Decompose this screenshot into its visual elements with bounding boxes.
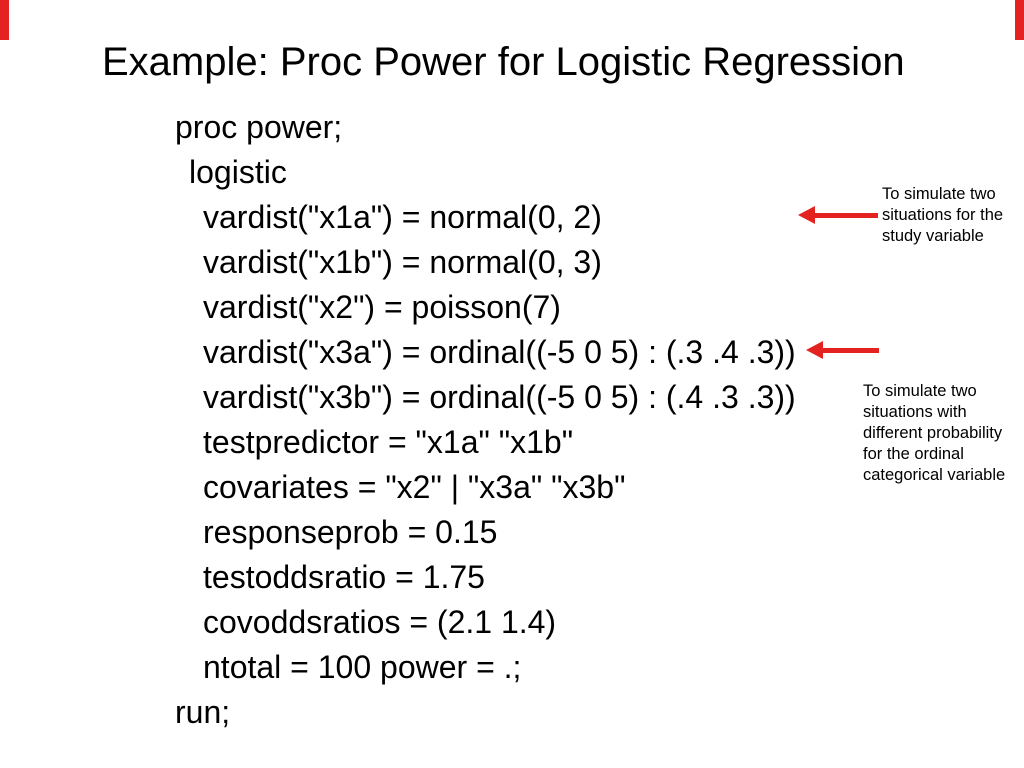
code-line-vardist-x1a: vardist("x1a") = normal(0, 2)	[203, 199, 602, 235]
annotation-line: To simulate two	[882, 185, 996, 203]
code-line-logistic: logistic	[189, 154, 287, 190]
annotation-line: study variable	[882, 227, 984, 245]
code-line-testoddsratio: testoddsratio = 1.75	[203, 559, 485, 595]
left-arrow-shaft	[821, 348, 879, 353]
code-line-vardist-x1b: vardist("x1b") = normal(0, 3)	[203, 244, 602, 280]
left-arrow-head	[798, 206, 815, 224]
red-accent-bar-left	[0, 0, 9, 40]
code-line-run: run;	[175, 694, 231, 730]
slide-title: Example: Proc Power for Logistic Regress…	[102, 40, 905, 84]
code-line-vardist-x2: vardist("x2") = poisson(7)	[203, 289, 561, 325]
left-arrow-shaft	[813, 213, 878, 218]
code-line-covoddsratios: covoddsratios = (2.1 1.4)	[203, 604, 557, 640]
annotation-line: situations with	[863, 403, 967, 421]
code-line-vardist-x3a: vardist("x3a") = ordinal((-5 0 5) : (.3 …	[203, 334, 796, 370]
annotation-line: situations for the	[882, 206, 1004, 224]
left-arrow-head	[806, 341, 823, 359]
red-accent-bar-right	[1015, 0, 1024, 40]
annotation-study-variable: To simulate two situations for the study…	[882, 184, 1003, 247]
annotation-ordinal-variable: To simulate two situations with differen…	[863, 381, 1005, 486]
code-line-testpredictor: testpredictor = "x1a" "x1b"	[203, 424, 574, 460]
annotation-line: different probability	[863, 424, 1003, 442]
left-arrow-icon	[798, 206, 878, 224]
left-arrow-icon	[806, 341, 879, 359]
code-line-responseprob: responseprob = 0.15	[203, 514, 498, 550]
code-line-proc-power: proc power;	[175, 109, 343, 145]
annotation-line: categorical variable	[863, 466, 1006, 484]
annotation-line: for the ordinal	[863, 445, 964, 463]
annotation-line: To simulate two	[863, 382, 977, 400]
code-line-vardist-x3b: vardist("x3b") = ordinal((-5 0 5) : (.4 …	[203, 379, 796, 415]
code-line-covariates: covariates = "x2" | "x3a" "x3b"	[203, 469, 626, 505]
code-line-ntotal-power: ntotal = 100 power = .;	[203, 649, 522, 685]
code-block: proc power; logistic vardist("x1a") = no…	[175, 105, 796, 735]
